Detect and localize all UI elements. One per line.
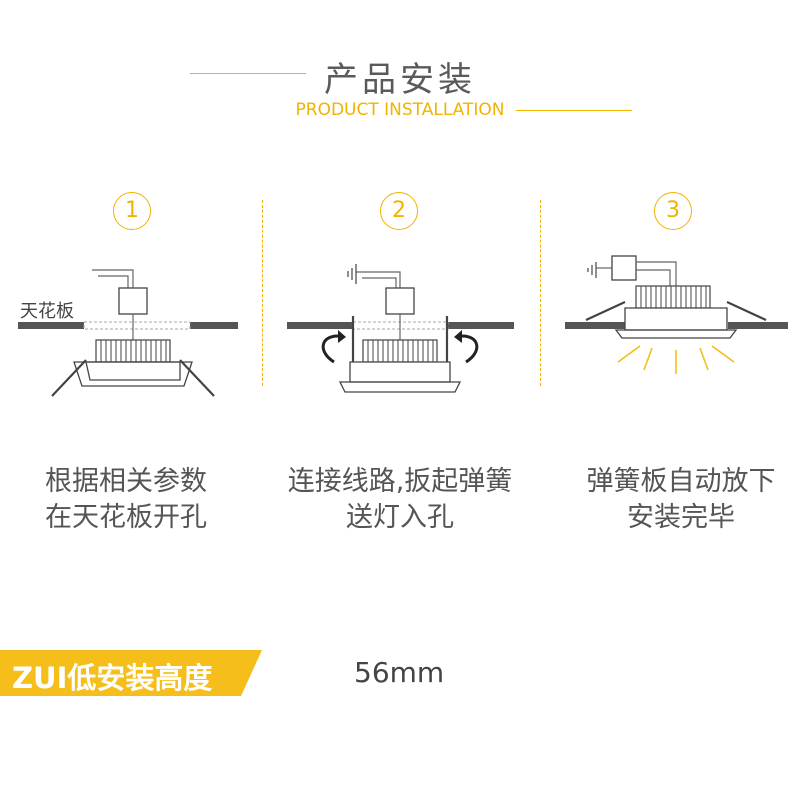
step-3-ceiling-right [728, 322, 788, 329]
step-1-diagram [18, 269, 238, 397]
step-1-spring-right [179, 359, 215, 397]
step-2-driver-box [385, 287, 415, 315]
step-3-diagram [565, 255, 788, 374]
step-2-rotate-arrow-right [461, 334, 479, 364]
step-2-caption-line2: 送灯入孔 [346, 502, 454, 533]
step-3-caption-line2: 安装完毕 [627, 502, 735, 533]
installation-illustration [18, 255, 788, 397]
step-3-heatsink [635, 285, 711, 309]
step-3-driver-box [611, 255, 637, 281]
step-2-diagram [287, 264, 514, 393]
step-1-ceiling-right [190, 322, 238, 329]
title-rule-left [190, 73, 306, 74]
step-2-ground-icon [347, 264, 357, 284]
step-3-number: 3 [654, 192, 692, 230]
step-1-opening-outline [83, 321, 191, 330]
step-1-caption-line2: 在天花板开孔 [45, 502, 207, 533]
step-1-lamp-body [85, 361, 181, 381]
step-2-wire [356, 271, 401, 288]
spec-label: ZUI低安装高度 [12, 661, 213, 695]
step-3-caption-line1: 弹簧板自动放下 [586, 466, 776, 497]
page-subtitle: PRODUCT INSTALLATION [295, 100, 505, 120]
step-3-spring-left [585, 301, 626, 321]
step-2-heatsink [362, 339, 438, 363]
title-rule-right [516, 110, 632, 111]
step-divider-2 [540, 200, 541, 386]
step-3-ground-icon [587, 262, 597, 278]
step-3-spring-right [726, 301, 767, 321]
step-2-rotate-arrow-left [321, 334, 339, 364]
ceiling-label: 天花板 [20, 301, 74, 322]
step-divider-1 [262, 200, 263, 386]
page-title: 产品安装 [324, 60, 476, 100]
step-1-wire [92, 269, 134, 288]
step-3-light-rays [617, 345, 735, 374]
step-2-lamp-body [349, 361, 451, 383]
step-1-caption: 根据相关参数 在天花板开孔 [0, 464, 261, 536]
step-2-caption: 连接线路,扳起弹簧 送灯入孔 [265, 464, 535, 536]
step-1-driver-box [118, 287, 148, 315]
step-3-wire [636, 261, 677, 286]
step-2-ceiling-right [448, 322, 514, 329]
step-2-caption-line1: 连接线路,扳起弹簧 [287, 466, 513, 497]
step-1-heatsink [95, 339, 171, 363]
step-2-ceiling-left [287, 322, 353, 329]
step-3-caption: 弹簧板自动放下 安装完毕 [546, 464, 800, 536]
step-2-number: 2 [380, 192, 418, 230]
step-1-number: 1 [113, 192, 151, 230]
step-1-ceiling-left [18, 322, 84, 329]
step-3-ceiling-left [565, 322, 625, 329]
step-3-lamp-body [624, 307, 728, 331]
step-1-caption-line1: 根据相关参数 [45, 466, 207, 497]
spec-value: 56mm [354, 656, 445, 689]
step-1-spring-left [51, 359, 87, 397]
spec-banner [0, 650, 262, 696]
